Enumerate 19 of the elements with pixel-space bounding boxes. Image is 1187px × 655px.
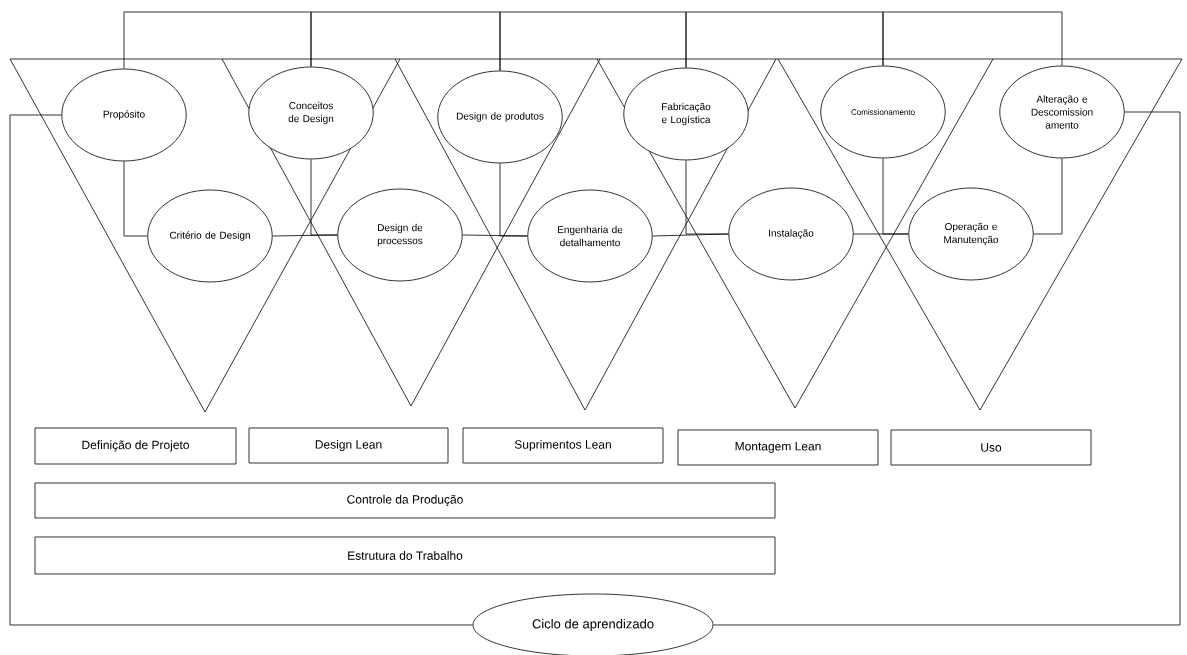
connector-line	[310, 159, 338, 236]
connector-line	[685, 160, 729, 235]
connector-line	[499, 163, 528, 237]
phase-box: Montagem Lean	[677, 429, 879, 466]
phase-box: Suprimentos Lean	[462, 427, 664, 464]
connector-line	[123, 11, 312, 69]
connector-line	[1033, 158, 1063, 235]
connector-line	[9, 114, 473, 626]
phase-box: Controle da Produção	[34, 482, 776, 519]
connector-line	[499, 11, 687, 71]
phase-box: Estrutura do Trabalho	[34, 536, 776, 575]
connector-line	[123, 161, 148, 237]
phase-box: Design Lean	[248, 427, 449, 464]
phase-box: Definição de Projeto	[34, 427, 237, 465]
connector-line	[882, 11, 1063, 66]
connector-line	[685, 11, 884, 68]
connector-line	[713, 111, 1181, 626]
connector-line	[882, 158, 909, 235]
phase-box: Uso	[890, 429, 1092, 466]
